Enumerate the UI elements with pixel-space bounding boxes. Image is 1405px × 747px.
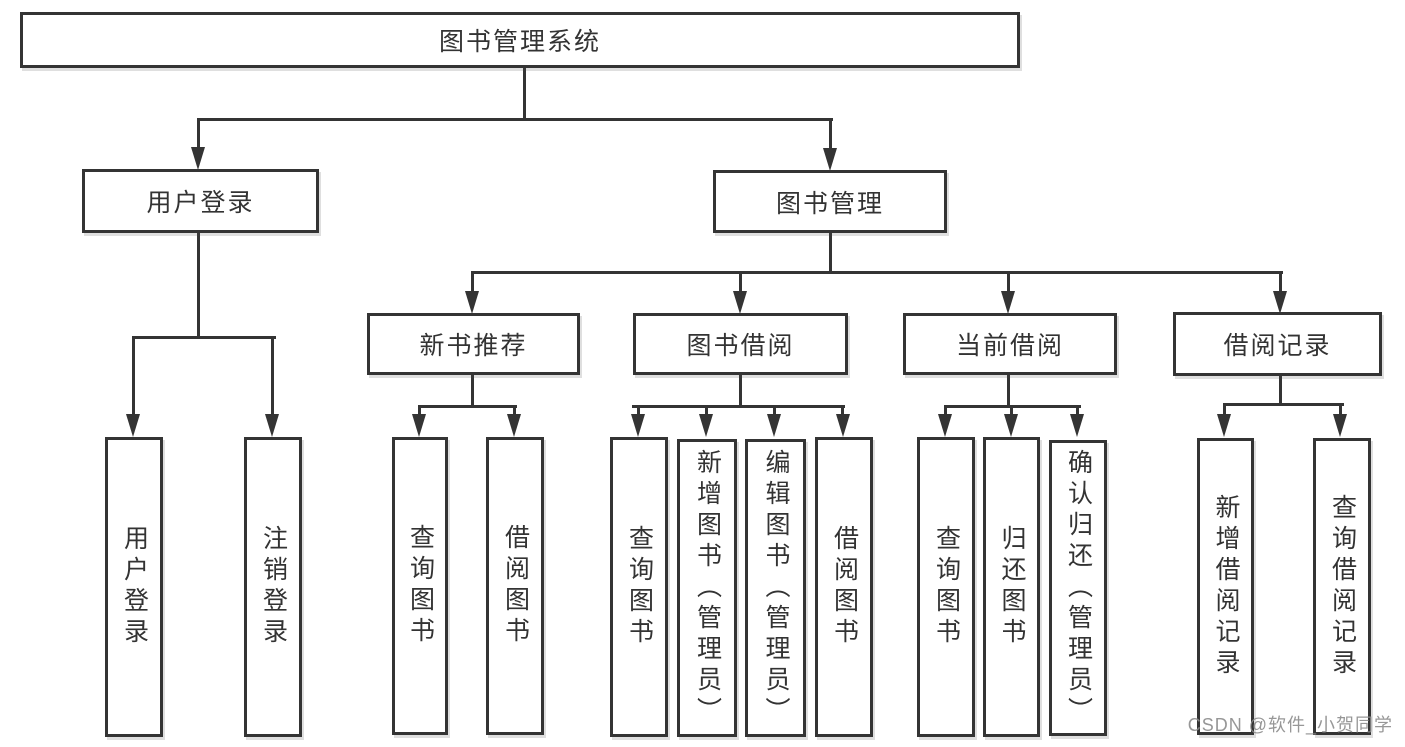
connector-line — [1007, 375, 1010, 408]
node-borrow-records-label: 借阅记录 — [1223, 332, 1332, 360]
leaf-bb-add-book-label: 新增图书（管理员） — [693, 448, 722, 728]
connector-line — [1223, 403, 1344, 406]
leaf-cb-query-book: 查询图书 — [917, 437, 975, 737]
leaf-nb-query-book-label: 查询图书 — [406, 524, 435, 648]
connector-line — [637, 405, 640, 419]
node-borrow-records: 借阅记录 — [1173, 312, 1382, 376]
leaf-logout-label: 注销登录 — [259, 525, 288, 649]
arrowhead-icon — [938, 414, 952, 437]
arrowhead-icon — [465, 291, 479, 314]
arrowhead-icon — [265, 414, 279, 437]
arrowhead-icon — [1273, 291, 1287, 314]
arrowhead-icon — [631, 414, 645, 437]
connector-line — [418, 405, 517, 408]
arrowhead-icon — [1004, 414, 1018, 437]
leaf-nb-borrow-book-label: 借阅图书 — [501, 524, 530, 648]
leaf-bb-edit-book: 编辑图书（管理员） — [745, 439, 806, 737]
connector-line — [829, 233, 832, 274]
leaf-br-query-record-label: 查询借阅记录 — [1328, 493, 1357, 680]
leaf-br-add-record-label: 新增借阅记录 — [1212, 493, 1240, 680]
leaf-bb-query-book: 查询图书 — [610, 437, 668, 737]
connector-line — [513, 405, 516, 419]
leaf-user-login-label: 用户登录 — [120, 525, 149, 649]
arrowhead-icon — [823, 148, 837, 171]
arrowhead-icon — [836, 414, 850, 437]
connector-line — [1223, 403, 1226, 419]
node-new-book-recommend: 新书推荐 — [367, 313, 580, 375]
connector-line — [739, 375, 742, 408]
connector-line — [271, 336, 274, 418]
connector-line — [1339, 403, 1342, 419]
connector-line — [197, 233, 200, 339]
leaf-cb-return-book: 归还图书 — [983, 437, 1040, 737]
node-current-borrow-label: 当前借阅 — [955, 332, 1064, 360]
arrowhead-icon — [1217, 414, 1231, 437]
node-current-borrow: 当前借阅 — [903, 313, 1117, 375]
connector-line — [197, 118, 833, 121]
leaf-bb-query-book-label: 查询图书 — [625, 525, 654, 649]
leaf-br-query-record: 查询借阅记录 — [1313, 438, 1371, 735]
arrowhead-icon — [1333, 414, 1347, 437]
node-book-management-label: 图书管理 — [775, 189, 884, 218]
csdn-watermark: CSDN @软件_小贺同学 — [1187, 715, 1393, 735]
leaf-cb-confirm-return-label: 确认归还（管理员） — [1064, 448, 1093, 728]
node-user-login-group: 用户登录 — [82, 169, 319, 233]
connector-line — [471, 375, 474, 408]
connector-line — [739, 271, 742, 295]
leaf-bb-borrow-book-label: 借阅图书 — [830, 525, 859, 649]
connector-line — [841, 405, 844, 419]
arrowhead-icon — [126, 414, 140, 437]
leaf-bb-add-book: 新增图书（管理员） — [677, 439, 737, 737]
leaf-nb-borrow-book: 借阅图书 — [486, 437, 544, 735]
node-book-management: 图书管理 — [713, 170, 947, 233]
connector-line — [829, 118, 832, 154]
connector-line — [1279, 375, 1282, 406]
leaf-logout: 注销登录 — [244, 437, 302, 737]
node-user-login-group-label: 用户登录 — [146, 189, 255, 217]
leaf-cb-return-book-label: 归还图书 — [998, 525, 1026, 649]
connector-line — [523, 66, 526, 121]
leaf-user-login: 用户登录 — [105, 437, 163, 737]
arrowhead-icon — [767, 414, 781, 437]
connector-line — [944, 405, 947, 419]
arrowhead-icon — [191, 147, 205, 170]
connector-line — [132, 336, 135, 418]
connector-line — [632, 405, 845, 408]
leaf-bb-edit-book-label: 编辑图书（管理员） — [762, 448, 790, 728]
connector-line — [1076, 405, 1079, 419]
connector-line — [132, 336, 276, 339]
arrowhead-icon — [1001, 291, 1015, 314]
node-book-borrow: 图书借阅 — [633, 313, 848, 375]
arrowhead-icon — [412, 414, 426, 437]
leaf-cb-confirm-return: 确认归还（管理员） — [1049, 440, 1107, 736]
arrowhead-icon — [1070, 414, 1084, 437]
leaf-nb-query-book: 查询图书 — [392, 437, 448, 735]
node-root-label: 图书管理系统 — [438, 28, 601, 56]
connector-line — [705, 405, 708, 419]
arrowhead-icon — [699, 414, 713, 437]
arrowhead-icon — [733, 291, 747, 314]
connector-line — [471, 271, 1283, 274]
connector-line — [471, 271, 474, 295]
leaf-br-add-record: 新增借阅记录 — [1197, 438, 1254, 735]
node-root: 图书管理系统 — [20, 12, 1020, 68]
connector-line — [1279, 271, 1282, 295]
node-book-borrow-label: 图书借阅 — [686, 332, 795, 360]
connector-line — [773, 405, 776, 419]
connector-line — [197, 118, 200, 154]
node-new-book-recommend-label: 新书推荐 — [419, 332, 528, 360]
connector-line — [418, 405, 421, 419]
arrowhead-icon — [507, 414, 521, 437]
connector-line — [1007, 271, 1010, 295]
leaf-cb-query-book-label: 查询图书 — [932, 525, 961, 649]
leaf-bb-borrow-book: 借阅图书 — [815, 437, 873, 737]
connector-line — [1010, 405, 1013, 419]
